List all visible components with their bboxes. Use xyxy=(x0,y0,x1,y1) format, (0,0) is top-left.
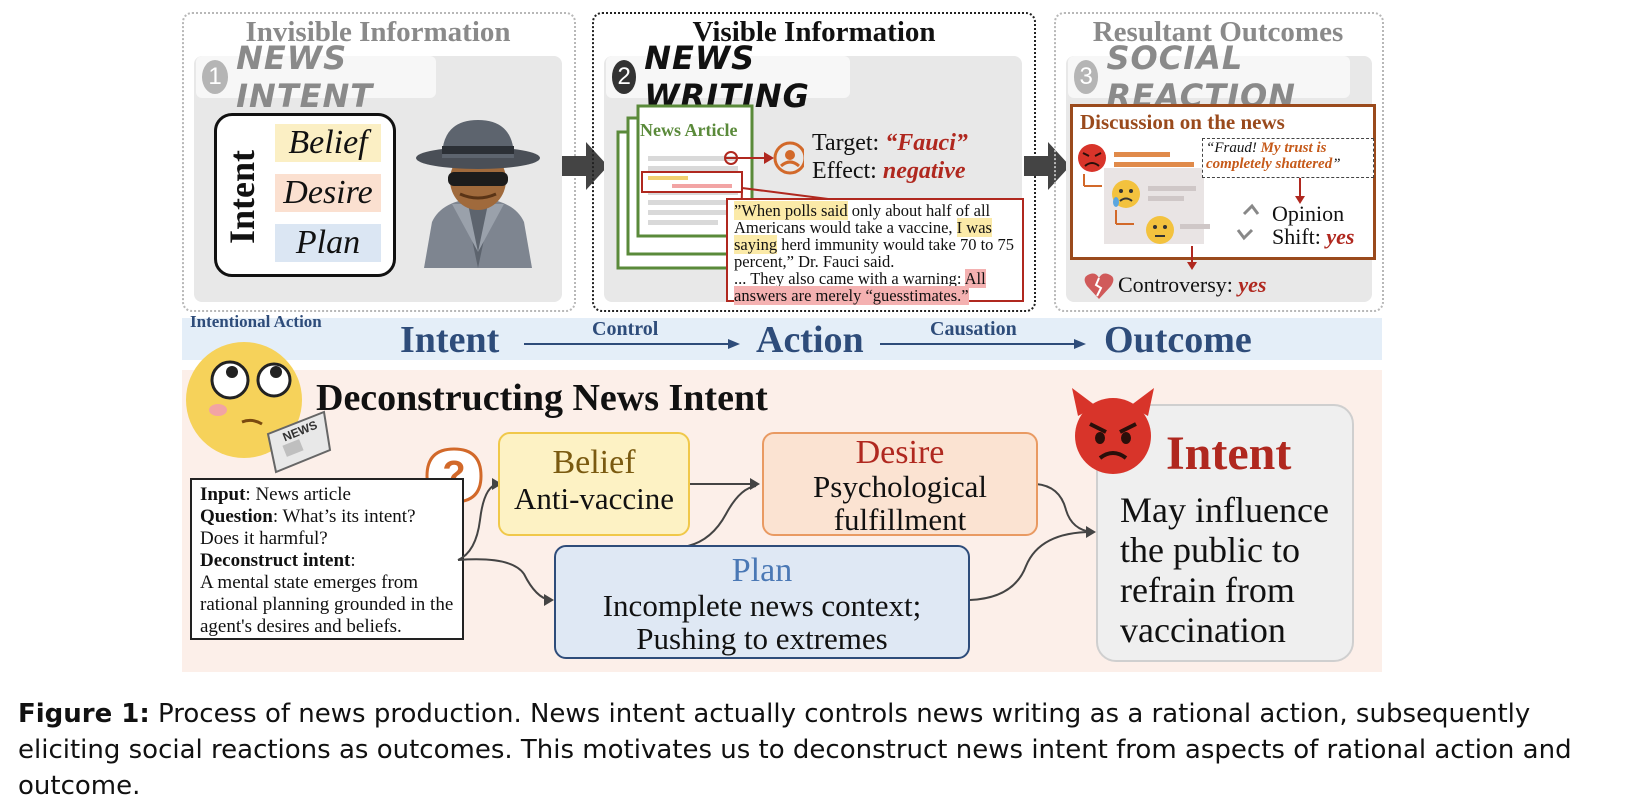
band-causation: Causation xyxy=(930,318,1017,340)
discussion-thread-illustration xyxy=(1078,144,1305,270)
desire-node-title: Desire xyxy=(855,434,945,471)
intent-node-body: May influence the public to refrain from… xyxy=(1120,490,1329,650)
opinion-shift-label: Opinion Shift: xyxy=(1272,201,1345,249)
step-number: 1 xyxy=(202,60,229,94)
input-text-box: Input: News article Question: What’s its… xyxy=(190,478,464,640)
plan-node: Plan Incomplete news context; Pushing to… xyxy=(554,545,970,659)
opinion-shift: Opinion Shift: yes xyxy=(1272,202,1372,248)
step-name: NEWS INTENT xyxy=(236,39,374,115)
input-text: : News article xyxy=(245,484,351,505)
intent-card-plan: Plan xyxy=(275,224,381,262)
quote-text-2: herd immunity would take 70 to 75 percen… xyxy=(734,235,1015,271)
comment-bubble: “Fraud! My trust is completely shattered… xyxy=(1202,138,1374,178)
desire-node: Desire Psychological fulfillment xyxy=(762,432,1038,536)
controversy: Controversy: yes xyxy=(1118,272,1266,298)
panel-outcomes-title: Resultant Outcomes xyxy=(1092,16,1344,48)
deconstruct-connectors xyxy=(457,478,1096,606)
figure-caption-text: Process of news production. News intent … xyxy=(18,699,1572,801)
deconstruct-title: Deconstructing News Intent xyxy=(316,377,768,419)
question-line: Question: What’s its intent? Does it har… xyxy=(200,506,454,550)
controversy-label: Controversy: xyxy=(1118,272,1233,297)
article-heading: News Article xyxy=(640,120,738,140)
step-number: 3 xyxy=(1074,60,1099,94)
quote-text-3: ... They also came with a warning: xyxy=(734,269,965,288)
quote-text-1: only about half of all Americans would t… xyxy=(734,201,991,237)
quote-highlight-1: ”When polls said xyxy=(734,201,848,220)
panel-visible-title: Visible Information xyxy=(692,16,936,48)
target-value: “Fauci” xyxy=(885,130,968,156)
desire-node-body: Psychological fulfillment xyxy=(813,469,987,537)
step-badge-news-intent: 1 NEWS INTENT xyxy=(196,39,436,115)
comment-close: ” xyxy=(1332,156,1341,172)
input-line: Input: News article xyxy=(200,484,454,506)
effect-line: Effect: negative xyxy=(812,158,966,185)
band-control: Control xyxy=(592,318,659,340)
figure-caption-label: Figure 1: xyxy=(18,699,150,729)
panel-resultant-outcomes xyxy=(1054,12,1384,312)
comment-open: “Fraud! xyxy=(1206,140,1261,156)
thinking-face-icon xyxy=(186,342,332,474)
input-label: Input xyxy=(200,484,246,505)
broken-heart-icon xyxy=(1084,273,1114,299)
target-line: Target: “Fauci” xyxy=(812,130,968,157)
step-badge-news-writing: 2 NEWS WRITING xyxy=(606,39,850,115)
intent-node: Intent May influence the public to refra… xyxy=(1096,404,1354,662)
article-quote-box: ”When polls said only about half of all … xyxy=(726,198,1024,305)
effect-value: negative xyxy=(882,158,966,184)
panel-invisible-title: Invisible Information xyxy=(245,16,511,48)
controversy-value: yes xyxy=(1238,272,1267,297)
flow-arrow-2-icon xyxy=(1024,142,1070,190)
angry-devil-icon xyxy=(1072,388,1154,474)
question-text: : What’s its intent? Does it harmful? xyxy=(200,506,416,549)
flow-arrow-1-icon xyxy=(562,142,608,190)
band-action: Action xyxy=(756,319,864,361)
belief-node: Belief Anti-vaccine xyxy=(498,432,690,536)
intent-card-vertical-label: Intent xyxy=(222,150,262,245)
band-arrows xyxy=(524,339,1086,349)
band-intent: Intent xyxy=(400,319,500,361)
belief-node-body: Anti-vaccine xyxy=(513,481,675,516)
spy-figure-icon xyxy=(416,120,540,268)
belief-node-title: Belief xyxy=(552,444,636,481)
effect-label: Effect: xyxy=(812,158,877,184)
target-icon xyxy=(738,141,804,175)
deconstruct-text: : xyxy=(350,550,356,571)
plan-node-body: Incomplete news context; Pushing to extr… xyxy=(602,588,922,656)
deconstruct-label: Deconstruct intent xyxy=(200,550,351,571)
intentional-action-band xyxy=(182,318,1382,360)
band-outcome: Outcome xyxy=(1104,319,1252,361)
intent-node-title: Intent xyxy=(1166,427,1292,480)
opinion-shift-value: yes xyxy=(1326,224,1355,249)
intent-card-desire: Desire xyxy=(275,174,381,212)
figure-caption: Figure 1: Process of news production. Ne… xyxy=(18,696,1630,804)
target-label: Target: xyxy=(812,130,880,156)
step-badge-social-reaction: 3 SOCIAL REACTION xyxy=(1068,39,1350,115)
intent-card: Intent Belief Desire Plan xyxy=(214,113,396,277)
question-label: Question xyxy=(200,506,273,527)
discussion-heading: Discussion on the news xyxy=(1080,110,1285,134)
band-corner-label: Intentional Action xyxy=(190,312,322,331)
comment-body: My trust is completely shattered xyxy=(1206,140,1333,172)
step-number: 2 xyxy=(612,60,637,94)
intent-card-belief: Belief xyxy=(275,124,381,162)
deconstruct-body: A mental state emerges from rational pla… xyxy=(200,572,454,637)
deconstruct-line: Deconstruct intent: xyxy=(200,550,454,572)
plan-node-title: Plan xyxy=(731,552,793,589)
